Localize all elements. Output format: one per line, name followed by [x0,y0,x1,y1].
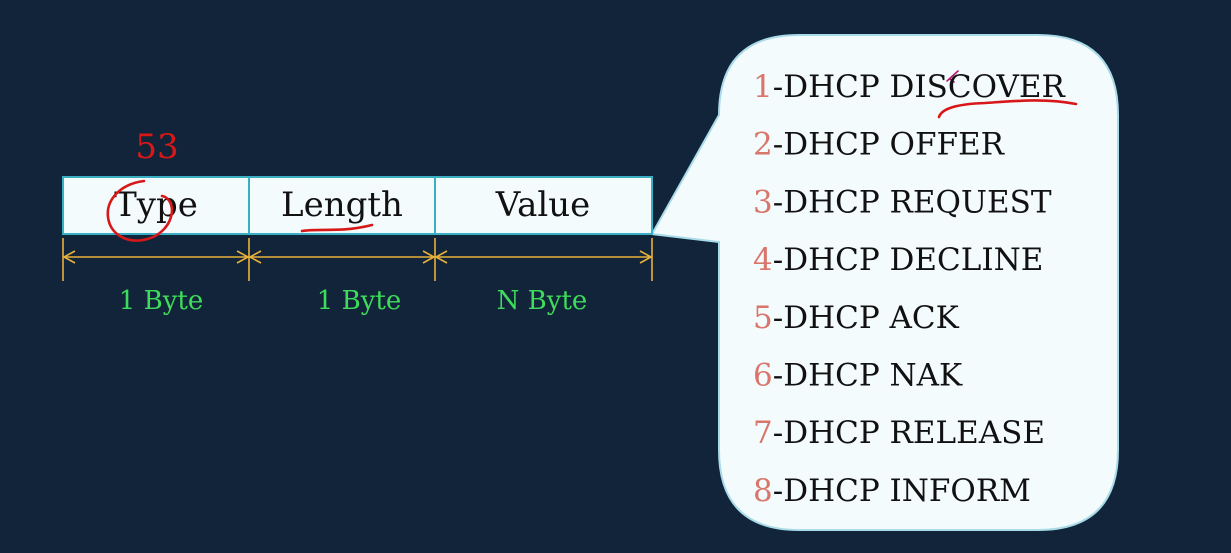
size-label-value: N Byte [497,286,588,316]
pen-cursor-icon [946,70,959,83]
message-type-item: 5-DHCP ACK [753,300,960,336]
field-box-value [434,176,653,235]
field-label-length: Length [281,185,403,225]
message-type-number: 5 [753,300,773,336]
field-label-type: Type [114,185,198,225]
arrowhead [434,250,448,264]
message-type-name: -DHCP RELEASE [773,415,1045,451]
message-type-number: 2 [753,127,773,163]
message-type-number: 3 [753,184,773,220]
arrowhead [639,250,653,264]
pen-underline-discover [937,99,1078,119]
pen-underline-length [300,223,374,233]
message-type-name: -DHCP ACK [773,300,960,336]
pen-annotations: 53 [106,70,1078,242]
annotation-option-number: 53 [135,127,178,167]
arrowhead [62,250,76,264]
size-dimension-lines [62,238,653,281]
message-type-name: -DHCP NAK [773,358,963,394]
size-labels: 1 Byte 1 Byte N Byte [119,286,588,316]
message-type-item: 1-DHCP DISCOVER [753,69,1066,105]
arrowhead [248,250,262,264]
message-type-number: 4 [753,242,773,278]
message-type-number: 7 [753,415,773,451]
field-box-length [248,176,436,235]
field-label-value: Value [495,185,591,225]
size-label-type: 1 Byte [119,286,203,316]
bubble-shape [650,34,1119,531]
field-box-type [62,176,250,235]
message-type-item: 3-DHCP REQUEST [753,184,1052,220]
arrowhead [236,250,250,264]
message-type-item: 2-DHCP OFFER [753,127,1006,163]
tlv-field-row: Type Length Value [62,176,653,235]
message-type-item: 4-DHCP DECLINE [753,242,1043,278]
message-type-name: -DHCP OFFER [773,127,1006,163]
message-type-name: -DHCP DECLINE [773,242,1044,278]
message-type-bubble [650,34,1119,531]
message-type-number: 1 [753,69,773,105]
size-label-length: 1 Byte [317,286,401,316]
message-type-item: 7-DHCP RELEASE [753,415,1045,451]
message-type-item: 6-DHCP NAK [753,358,963,394]
message-type-name: -DHCP REQUEST [773,184,1052,220]
message-type-number: 6 [753,358,773,394]
arrowhead [422,250,436,264]
message-type-number: 8 [753,473,773,509]
message-type-name: -DHCP INFORM [773,473,1031,509]
message-type-name: -DHCP DISCOVER [773,69,1067,105]
message-type-item: 8-DHCP INFORM [753,473,1031,509]
pen-circle-mark [106,179,174,242]
